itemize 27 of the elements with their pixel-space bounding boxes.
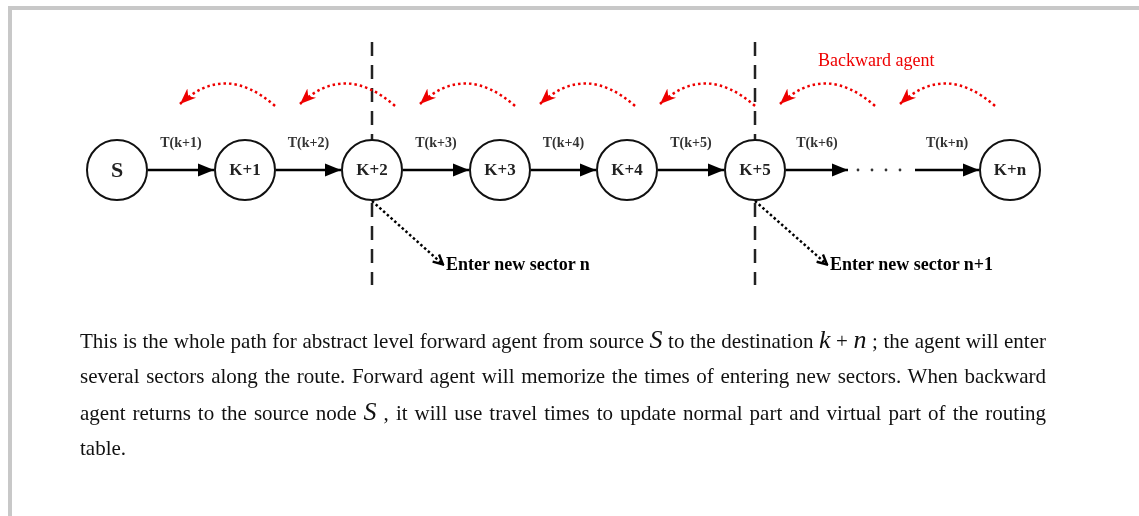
edge-label: T(k+1)	[160, 135, 202, 151]
edge-label: T(k+5)	[670, 135, 712, 151]
dotted-arrow	[754, 200, 829, 266]
arrow	[403, 163, 469, 177]
edge-label: T(k+n)	[925, 135, 969, 151]
arrow	[276, 163, 341, 177]
sector-label: Enter new sector n+1	[830, 254, 994, 275]
node-label: K+5	[739, 160, 771, 180]
node-label: K+n	[993, 160, 1027, 180]
annotation-label: Backward agent	[818, 50, 935, 71]
edge-label: T(k+4)	[542, 135, 585, 151]
node-label: S	[110, 157, 124, 183]
node-label: K+1	[229, 160, 261, 180]
sector-label: Enter new sector n	[446, 254, 590, 275]
edge-label: T(k+6)	[796, 135, 838, 151]
dotted-arrow	[371, 200, 445, 266]
node-label: K+3	[484, 160, 516, 180]
arrow	[786, 163, 848, 177]
edge-label: T(k+3)	[415, 135, 457, 151]
arrow	[531, 163, 596, 177]
arrow	[148, 163, 214, 177]
edge-label: T(k+2)	[287, 135, 330, 151]
node-label: K+4	[611, 160, 643, 180]
arrow	[658, 163, 724, 177]
arrow	[915, 163, 979, 177]
node-label: K+2	[356, 160, 388, 180]
caption-paragraph: This is the whole path for abstract level forward agent from source S to the destination k + n ; the agent will enter several sectors along the route. Forward agent will memorize the times of entering new sectors. When backward agent returns to the source node S , it will use travel times to update normal part and virtual part of the routing table.	[80, 324, 1046, 462]
